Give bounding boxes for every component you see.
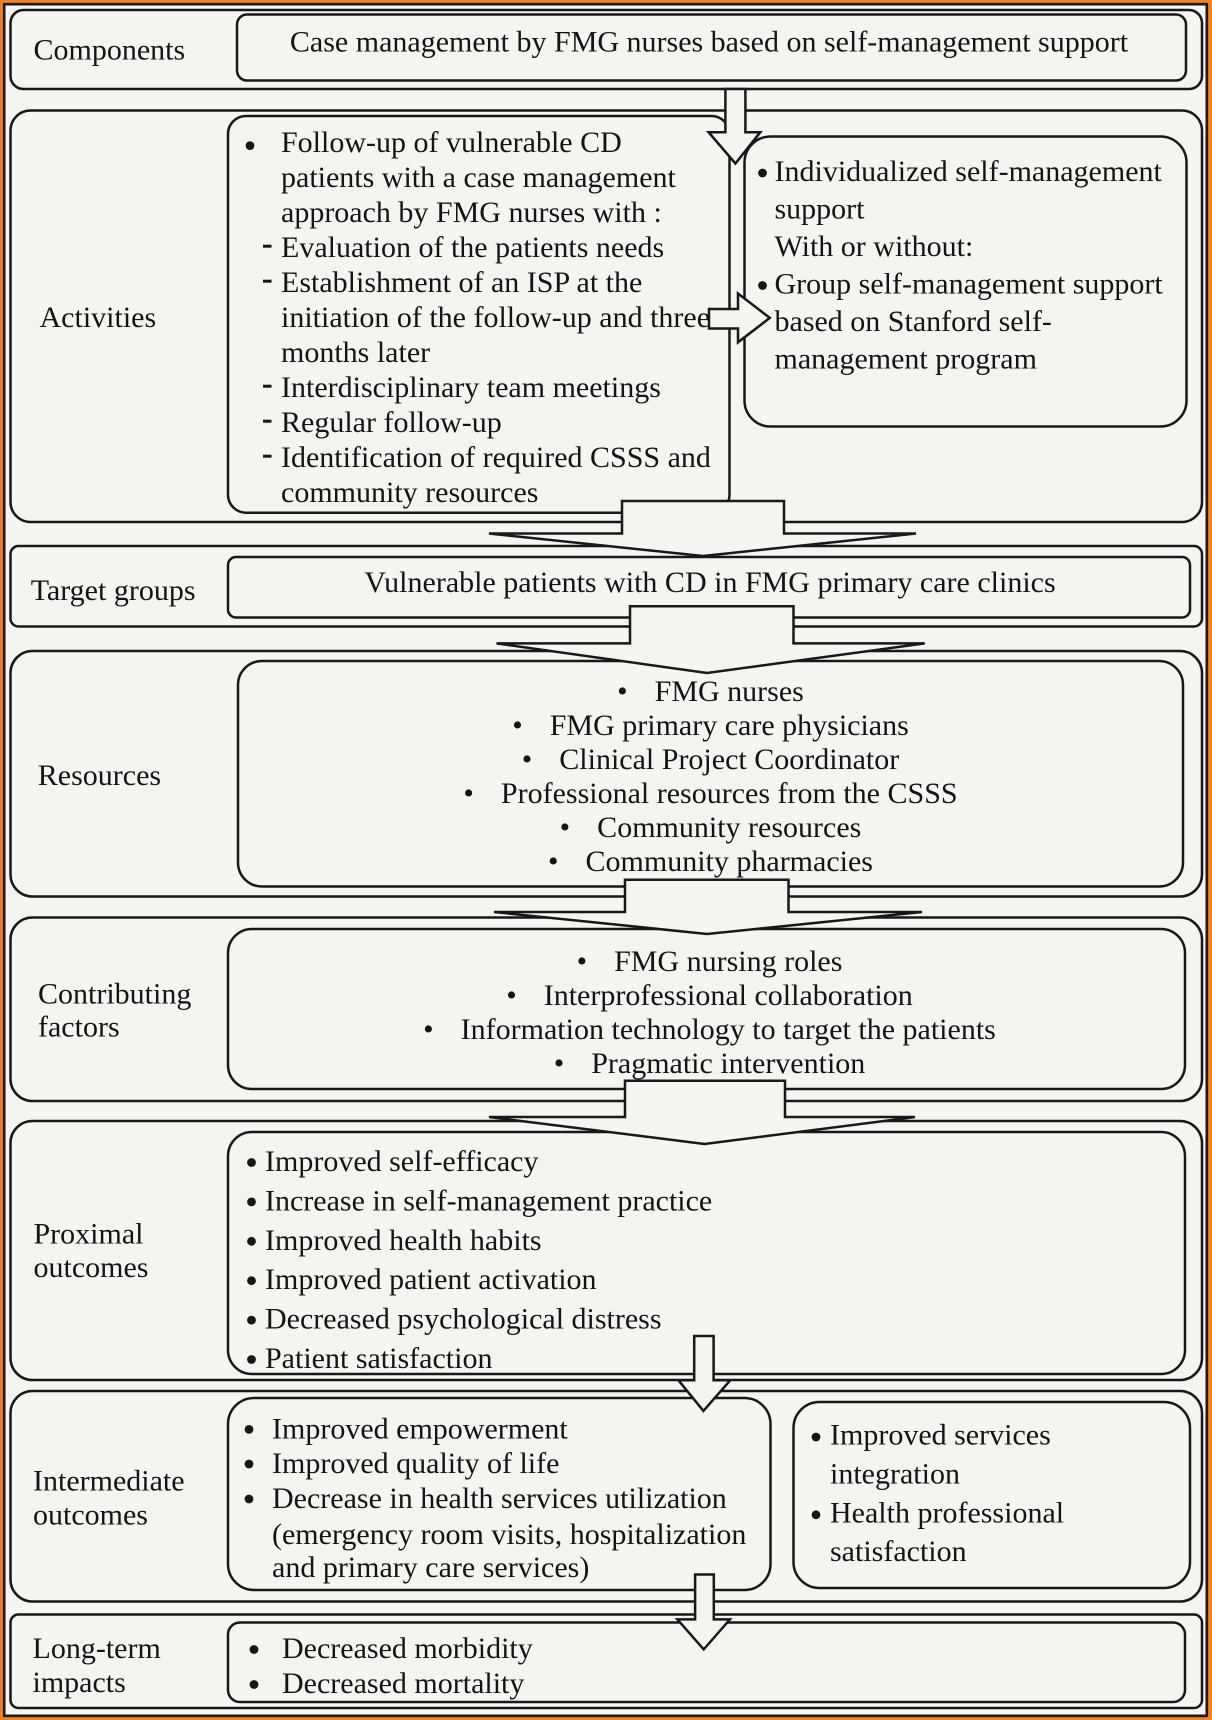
svg-text:• FMG nurses: • FMG nurses	[617, 675, 804, 708]
svg-text:Vulnerable patients with CD in: Vulnerable patients with CD in FMG prima…	[364, 566, 1055, 599]
svg-text:Follow-up of vulnerable CD: Follow-up of vulnerable CD	[281, 126, 622, 159]
svg-text:Resources: Resources	[38, 759, 161, 792]
svg-text:initiation of the follow-up an: initiation of the follow-up and three	[281, 301, 710, 334]
svg-text:Regular follow-up: Regular follow-up	[281, 406, 502, 439]
svg-text:based on Stanford self-: based on Stanford self-	[775, 305, 1052, 338]
svg-text:patients with a case managemen: patients with a case management	[281, 161, 677, 194]
svg-text:• FMG nursing roles: • FMG nursing roles	[577, 945, 843, 978]
svg-text:Contributing: Contributing	[38, 978, 191, 1011]
svg-text:Health professional: Health professional	[830, 1496, 1064, 1529]
svg-text:Decrease in health services ut: Decrease in health services utilization	[272, 1482, 727, 1515]
svg-text:With or without:: With or without:	[775, 230, 974, 263]
svg-text:months later: months later	[281, 336, 430, 369]
svg-text:Improved health habits: Improved health habits	[265, 1224, 542, 1257]
svg-text:Activities: Activities	[40, 301, 157, 334]
svg-text:satisfaction: satisfaction	[830, 1535, 967, 1568]
svg-text:outcomes: outcomes	[34, 1251, 149, 1284]
svg-text:Patient satisfaction: Patient satisfaction	[265, 1342, 492, 1375]
svg-text:management program: management program	[775, 343, 1037, 376]
svg-text:community resources: community resources	[281, 476, 538, 509]
svg-text:• Community resources: • Community resources	[560, 811, 862, 844]
svg-text:Decreased morbidity: Decreased morbidity	[282, 1632, 533, 1665]
svg-text:Improved services: Improved services	[830, 1419, 1051, 1452]
svg-text:Components: Components	[34, 34, 186, 67]
svg-text:approach by FMG nurses with :: approach by FMG nurses with :	[281, 196, 662, 229]
svg-text:• Information technology to: • Information technology to target the p…	[423, 1013, 996, 1046]
svg-text:Case management by FMG nurses: Case management by FMG nurses based on s…	[290, 26, 1129, 59]
svg-text:Establishment of an ISP at the: Establishment of an ISP at the	[281, 266, 642, 299]
svg-text:• Professional resources fro: • Professional resources from the CSSS	[463, 777, 957, 810]
svg-text:Identification of required CSS: Identification of required CSSS and	[281, 441, 711, 474]
svg-text:• Pragmatic intervention: • Pragmatic intervention	[554, 1047, 866, 1080]
svg-text:integration: integration	[830, 1457, 960, 1490]
svg-text:Improved self-efficacy: Improved self-efficacy	[265, 1145, 538, 1178]
svg-text:Intermediate: Intermediate	[33, 1465, 185, 1498]
svg-text:Improved empowerment: Improved empowerment	[272, 1412, 568, 1445]
svg-text:Evaluation of the patients nee: Evaluation of the patients needs	[281, 231, 664, 264]
svg-text:factors: factors	[38, 1011, 120, 1044]
svg-text:(emergency room visits, hospit: (emergency room visits, hospitalization	[272, 1518, 746, 1551]
svg-text:outcomes: outcomes	[33, 1499, 148, 1532]
svg-text:Decreased mortality: Decreased mortality	[282, 1667, 524, 1700]
svg-text:impacts: impacts	[33, 1666, 126, 1699]
svg-text:Target groups: Target groups	[31, 574, 196, 607]
svg-text:Individualized self-management: Individualized self-management	[775, 155, 1163, 188]
svg-text:Decreased psychological distre: Decreased psychological distress	[265, 1303, 662, 1336]
svg-text:Increase in self-management pr: Increase in self-management practice	[265, 1184, 712, 1217]
svg-text:Interdisciplinary team meeting: Interdisciplinary team meetings	[281, 371, 661, 404]
svg-text:• Community pharmacies: • Community pharmacies	[548, 845, 873, 878]
svg-text:Proximal: Proximal	[34, 1218, 144, 1251]
svg-text:Improved quality of life: Improved quality of life	[272, 1447, 559, 1480]
svg-text:support: support	[775, 193, 866, 226]
svg-text:and primary care services): and primary care services)	[272, 1551, 589, 1584]
svg-text:• FMG primary care physician: • FMG primary care physicians	[512, 709, 909, 742]
svg-text:Improved patient activation: Improved patient activation	[265, 1263, 597, 1296]
svg-text:• Clinical Project Coordinat: • Clinical Project Coordinator	[522, 743, 899, 776]
svg-text:Group self-management support: Group self-management support	[775, 268, 1164, 301]
svg-text:Long-term: Long-term	[33, 1632, 161, 1665]
svg-text:• Interprofessional collabor: • Interprofessional collaboration	[506, 979, 913, 1012]
